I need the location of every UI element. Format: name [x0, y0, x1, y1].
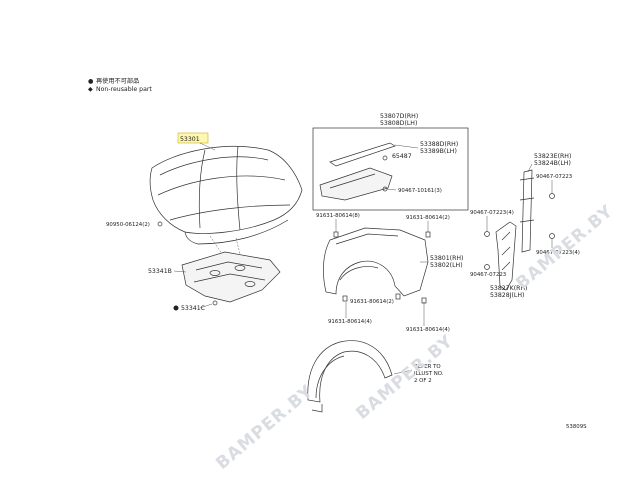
insulator-label: 53341B — [148, 268, 172, 275]
fender-rh-label: 53801(RH) — [430, 255, 463, 262]
fender-bolt-5-label: 91631-80614(4) — [406, 327, 450, 333]
figure-id: 53809S — [566, 424, 587, 430]
fender-bolt-2-label: 91631-80614(2) — [406, 215, 450, 221]
watermark-3: BAMPER.BY — [512, 201, 617, 294]
clip-icon — [173, 305, 179, 311]
fender-bolt-2-icon — [425, 231, 431, 238]
clip-4b-icon — [484, 264, 490, 270]
cowl-clip-label: 65487 — [392, 153, 412, 160]
fender-bolt-3-icon — [342, 295, 348, 302]
hood-bolt-icon — [157, 221, 163, 227]
clip-4a-label: 90467-07223(4) — [470, 210, 514, 216]
fender-bolt-5-icon — [421, 297, 427, 304]
hood-part-label: 53301 — [180, 136, 200, 143]
clip-4a-icon — [484, 231, 490, 237]
cowl-lh-label: 53808D(LH) — [380, 120, 417, 127]
refer-note-1: REFER TO — [414, 364, 441, 370]
bracket-clip-label: 90467-07223 — [536, 174, 572, 180]
cowl-clip-icon — [382, 155, 388, 161]
fender-bolt-3-label: 91631-80614(2) — [350, 299, 394, 305]
bracket-lh-label: 53824B(LH) — [534, 160, 571, 167]
clip-pin-icon — [212, 300, 218, 306]
legend-nonreusable-text: Non-reusable part — [96, 86, 152, 93]
hood-insulator — [181, 251, 281, 303]
bracket-rh-label: 53823E(RH) — [534, 153, 571, 160]
fender-bolt-3b-icon — [395, 293, 401, 300]
watermark-1: BAMPER.BY — [212, 381, 317, 474]
cowl-seal — [329, 142, 396, 167]
cowl-seal-lh-label: 53389B(LH) — [420, 148, 457, 155]
side-liner — [495, 221, 517, 291]
fender-bolt-1-label: 91631-80614(8) — [316, 213, 360, 219]
bracket-clip-icon — [549, 193, 555, 199]
refer-note-3: 2 OF 2 — [414, 378, 432, 384]
side-bracket — [519, 169, 535, 253]
wheel-liner — [307, 340, 393, 413]
cowl-box — [312, 127, 469, 211]
legend-nonreusable-symbol: ◆ — [88, 86, 93, 93]
hood-bolt-label: 90950-06124(2) — [106, 222, 150, 228]
clip-4b-label: 90467-07223 — [470, 272, 506, 278]
fender-panel — [323, 227, 429, 297]
fender-bolt-1-icon — [333, 231, 339, 238]
cowl-rh-label: 53807D(RH) — [380, 113, 418, 120]
bracket-clip-4-icon — [549, 233, 555, 239]
hood-label-highlight — [177, 132, 209, 144]
liner-rh-label: 53827K(RH) — [490, 285, 528, 292]
legend-reusable-text: 再使用不可部品 — [96, 77, 139, 85]
watermark-2: BAMPER.BY — [352, 331, 457, 424]
fender-lh-label: 53802(LH) — [430, 262, 463, 269]
refer-note-2: ILLUST NO. — [414, 371, 444, 377]
fender-bolt-4-label: 91631-80614(4) — [328, 319, 372, 325]
hood-panel — [149, 145, 303, 245]
bracket-clip-4-label: 90467-07223(4) — [536, 250, 580, 256]
cowl-panel — [319, 167, 393, 201]
cowl-screw-label: 90467-10161(3) — [398, 188, 442, 194]
cowl-seal-rh-label: 53388D(RH) — [420, 141, 458, 148]
clip-label: 53341C — [181, 305, 205, 312]
legend-reusable-symbol: ● — [88, 78, 94, 85]
liner-lh-label: 53828J(LH) — [490, 292, 524, 299]
